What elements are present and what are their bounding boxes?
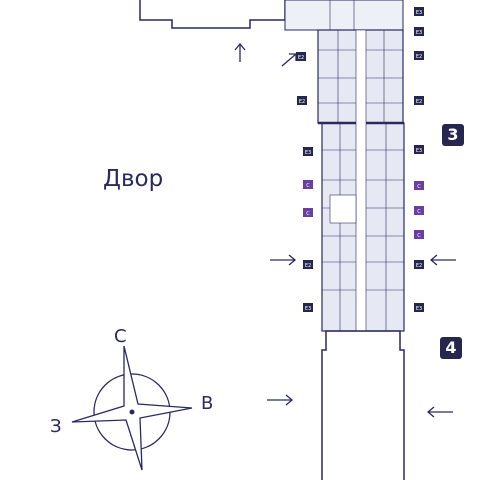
section-badge-3: 3 [442, 124, 464, 146]
unit-tag-text: С [306, 211, 310, 217]
compass-rose [71, 345, 193, 471]
unit-tag-text: Е2 [416, 263, 422, 269]
compass-west-label: З [50, 416, 62, 437]
arrow-right-icon [267, 394, 294, 406]
unit-tag-text: С [417, 209, 421, 215]
block-upper-floorplan [284, 0, 404, 31]
unit-tag-text: Е3 [416, 306, 422, 312]
compass-east-label: В [201, 393, 213, 414]
compass-north-label: С [114, 326, 127, 347]
unit-tag-text: С [306, 183, 310, 189]
arrow-diagonal-icon [281, 53, 297, 67]
unit-tag-text: Е3 [416, 30, 422, 36]
arrow-left-icon [426, 406, 453, 418]
unit-tag-text: Е3 [416, 148, 422, 154]
yard-label: Двор [103, 166, 164, 192]
unit-tag-text: С [417, 184, 421, 190]
compass-star-icon [71, 345, 193, 471]
unit-tag-text: Е2 [298, 55, 304, 61]
unit-tag-text: Е2 [416, 99, 422, 105]
arrow-left-icon [429, 254, 456, 266]
unit-tag-text: Е3 [305, 150, 311, 156]
upper-building-outline [139, 0, 286, 29]
arrow-right-icon [270, 254, 297, 266]
unit-tag-text: Е2 [299, 99, 305, 105]
unit-tag-text: Е3 [416, 10, 422, 16]
arrow-up-icon [234, 42, 246, 62]
section-badge-4: 4 [440, 337, 462, 359]
unit-tag-text: С [417, 233, 421, 239]
unit-tag-text: Е3 [305, 306, 311, 312]
room-partitions [318, 0, 404, 331]
unit-tag-text: Е2 [416, 54, 422, 60]
lower-building-outline [321, 330, 405, 480]
unit-tags-right [414, 7, 424, 312]
unit-tag-text: Е2 [305, 263, 311, 269]
unit-tags-left [296, 52, 313, 312]
